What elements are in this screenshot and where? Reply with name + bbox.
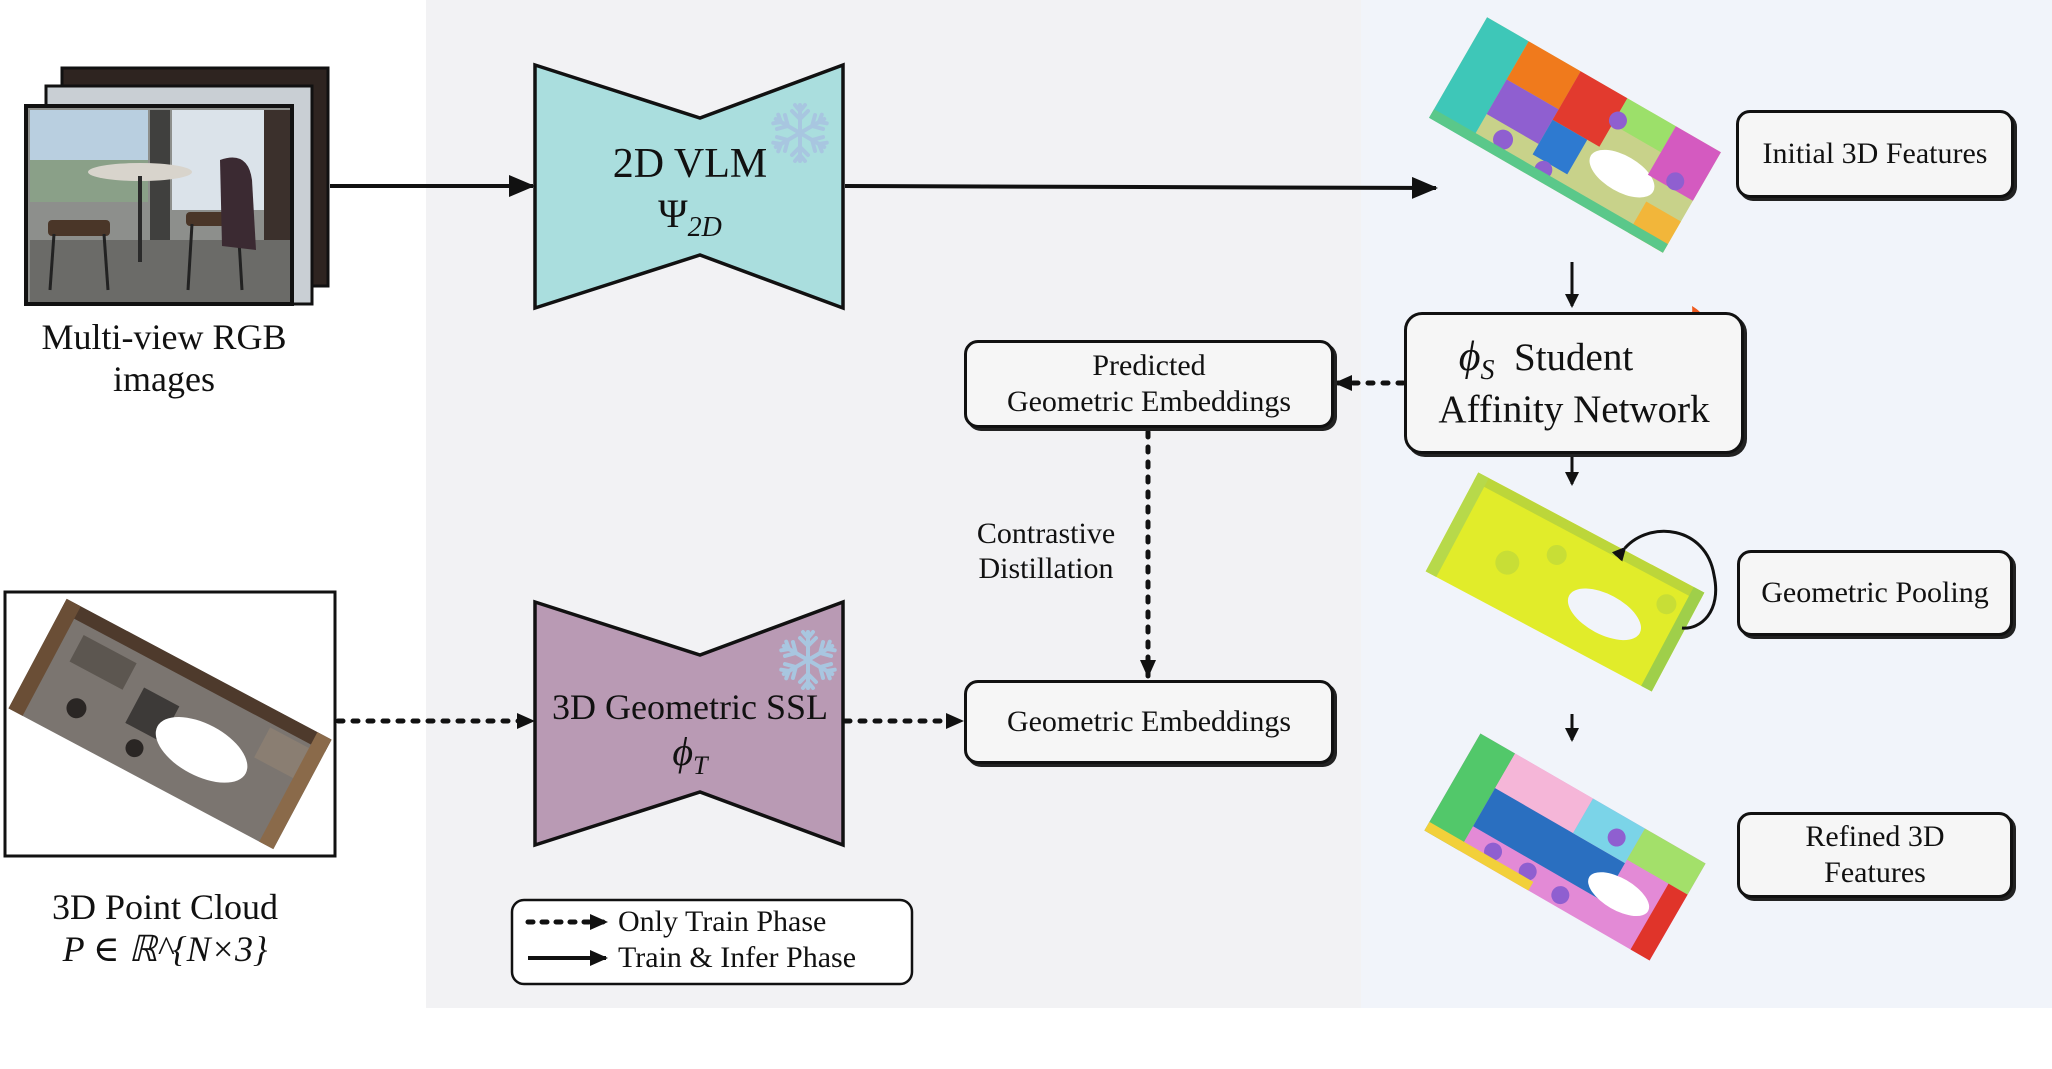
predicted-line2: Geometric Embeddings xyxy=(1006,385,1292,418)
initial-features-box: Initial 3D Features xyxy=(1736,110,2014,198)
pooling-loop-arrow-icon xyxy=(1611,529,1718,630)
initial-features-cloud xyxy=(1429,17,1721,253)
vlm-symbol-subscript: 2D xyxy=(687,211,722,243)
ssl-title-text: 3D Geometric SSL xyxy=(552,687,828,727)
student-symbol-subscript: S xyxy=(1480,354,1495,386)
ssl-encoder-shape xyxy=(533,599,845,848)
refined-features-box: Refined 3D Features xyxy=(1737,812,2013,898)
rgb-label-line2: images xyxy=(113,359,215,400)
vlm-encoder-shape xyxy=(533,62,845,311)
pc-formula-text: P ∈ ℝ^{N×3} xyxy=(62,929,268,970)
contrastive-line1: Contrastive xyxy=(976,517,1116,550)
refined-line1: Refined 3D xyxy=(1805,820,1945,853)
pc-formula: P ∈ ℝ^{N×3} xyxy=(0,928,330,970)
contrastive-distillation-label: Contrastive Distillation xyxy=(936,516,1156,587)
geometric-embeddings-box: Geometric Embeddings xyxy=(964,680,1334,764)
rgb-images-label: Multi-view RGB images xyxy=(8,316,320,401)
ssl-symbol-letter: ϕ xyxy=(672,729,694,775)
vlm-symbol: Ψ2D xyxy=(560,190,820,244)
ssl-symbol-subscript: T xyxy=(693,751,708,781)
geometric-pooling-text: Geometric Pooling xyxy=(1761,576,1989,609)
point-cloud-image xyxy=(3,590,337,858)
vlm-title: 2D VLM Ψ2D xyxy=(560,140,820,244)
vlm-symbol-letter: Ψ xyxy=(658,190,688,236)
legend-solid-label: Train & Infer Phase xyxy=(618,941,857,974)
vlm-title-text: 2D VLM xyxy=(612,141,768,187)
student-network-box: ϕS Student Affinity Network xyxy=(1404,312,1744,454)
legend-box xyxy=(510,898,914,986)
vlm-to-initial-arrow xyxy=(844,176,1438,199)
ssl-title: 3D Geometric SSL ϕT xyxy=(540,686,840,782)
student-line2: Affinity Network xyxy=(1438,388,1710,432)
initial-features-text: Initial 3D Features xyxy=(1762,137,1988,170)
contrastive-line2: Distillation xyxy=(978,552,1114,586)
predicted-embeddings-box: Predicted Geometric Embeddings xyxy=(964,340,1334,428)
refined-features-cloud xyxy=(1424,733,1706,961)
point-cloud-label: 3D Point Cloud P ∈ ℝ^{N×3} xyxy=(0,886,330,971)
geometric-pooling-box: Geometric Pooling xyxy=(1737,550,2013,636)
rgb-label-line1: Multi-view RGB xyxy=(41,317,287,357)
predicted-line1: Predicted xyxy=(1092,349,1206,382)
rgb-image-stack xyxy=(24,66,330,306)
legend-dotted-label: Only Train Phase xyxy=(618,905,827,938)
refined-line2: Features xyxy=(1824,856,1926,889)
student-symbol: ϕ xyxy=(1458,333,1481,380)
student-line1: Student xyxy=(1514,335,1634,379)
pc-label-text: 3D Point Cloud xyxy=(51,887,279,927)
student-title: ϕS Student xyxy=(1459,332,1689,387)
pooled-cloud xyxy=(1425,472,1705,692)
ssl-symbol: ϕT xyxy=(540,728,840,782)
geometric-embeddings-text: Geometric Embeddings xyxy=(1006,705,1292,738)
rgb-photo xyxy=(24,104,294,306)
